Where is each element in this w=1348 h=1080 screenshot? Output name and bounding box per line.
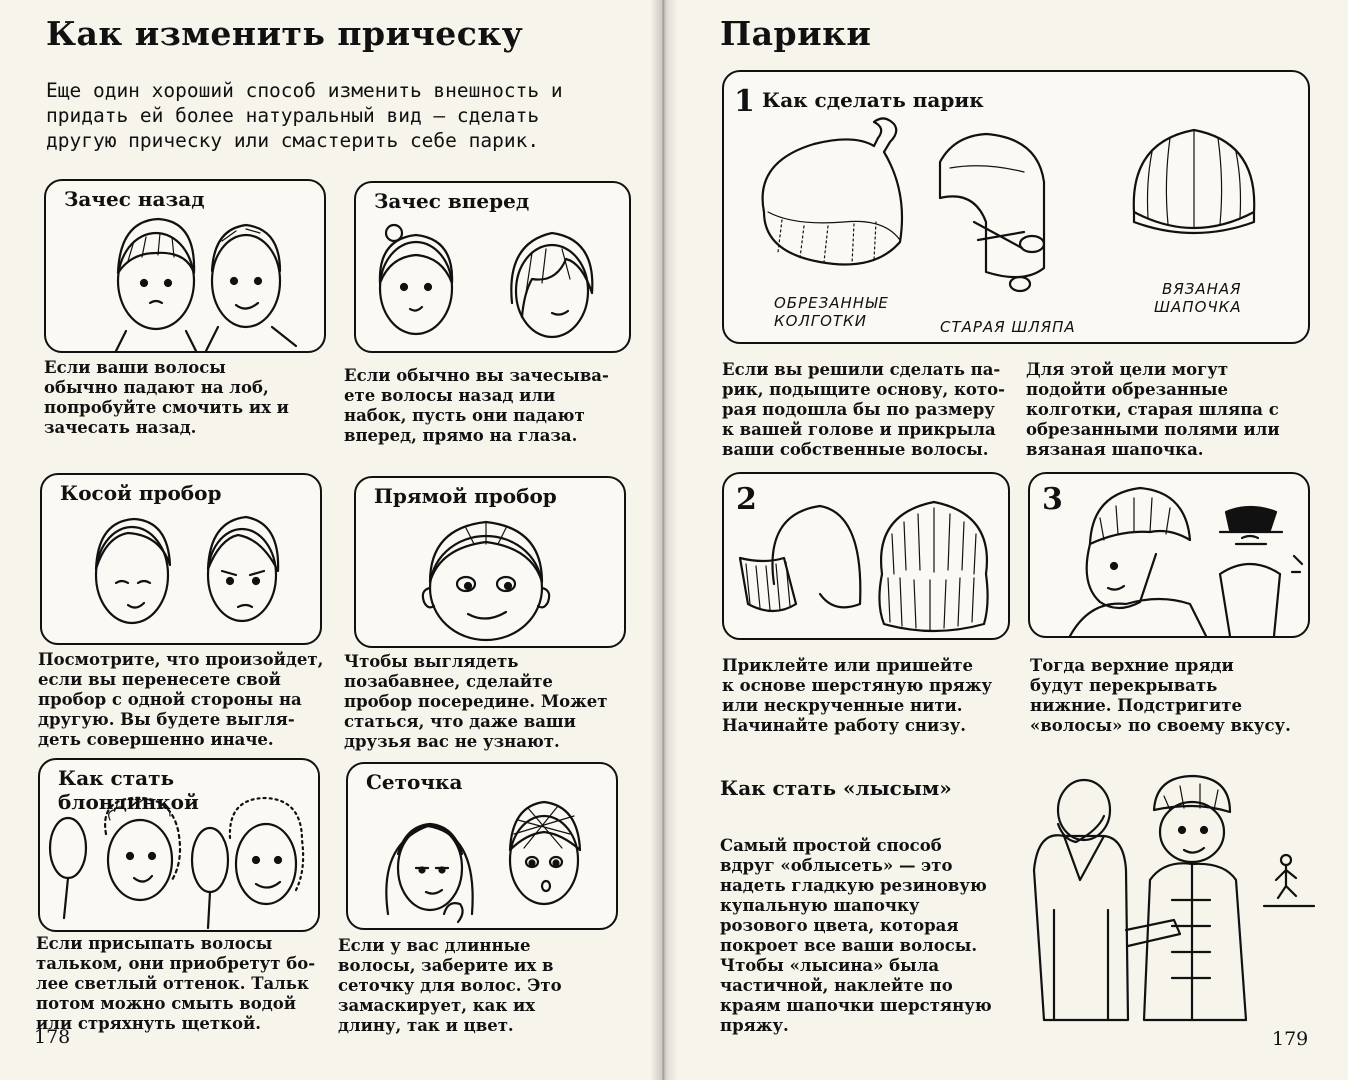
panel-title: Зачес вперед (374, 189, 530, 213)
panel-title: Зачес назад (64, 187, 205, 211)
step-number: 1 (734, 84, 755, 119)
bald-cap-illustration (1032, 774, 1316, 1022)
caption-blonde: Если присыпать волосы тальком, они приоб… (36, 934, 316, 1033)
text-base-options: Для этой цели могут подойти обрезанные к… (1026, 360, 1280, 459)
step-number: 2 (736, 482, 757, 517)
label-cut-tights: ОБРЕЗАННЫЕ КОЛГОТКИ (774, 294, 889, 330)
text-bald: Самый простой способ вдруг «облысеть» — … (720, 836, 992, 1035)
panel-blonde: Как стать блондинкой (38, 758, 320, 932)
page-title: Парики (720, 14, 872, 53)
caption-comb-forward: Если обычно вы зачесыва- ете волосы наза… (344, 366, 609, 445)
text-choose-base: Если вы решили сделать па- рик, подыщите… (722, 360, 1006, 459)
page-number: 179 (1272, 1028, 1309, 1050)
book-gutter (650, 0, 678, 1080)
panel-make-wig: 1 Как сделать парик ОБРЕЗАННЫЕ КОЛГОТКИ (722, 70, 1310, 344)
panel-title: Косой пробор (60, 481, 222, 505)
trim-wig-illustration (1068, 486, 1304, 636)
panel-hairnet: Сеточка (346, 762, 618, 930)
blonde-illustration (48, 796, 305, 930)
panel-title: Как сделать парик (762, 88, 984, 112)
side-part-illustration (94, 515, 280, 625)
step-number: 3 (1042, 482, 1063, 517)
wig-bases-illustration (761, 117, 1256, 293)
left-page: Как изменить прическу Еще один хороший с… (0, 0, 662, 1080)
caption-side-part: Посмотрите, что произойдет, если вы пере… (38, 650, 324, 749)
panel-glue-yarn: 2 (722, 472, 1010, 640)
caption-trim-wig: Тогда верхние пряди будут перекрывать ни… (1030, 656, 1291, 735)
intro-text: Еще один хороший способ изменить внешнос… (46, 79, 563, 152)
glue-yarn-illustration (738, 500, 989, 633)
caption-center-part: Чтобы выглядеть позабавнее, сделайте про… (344, 652, 608, 751)
label-knitted-beanie: ВЯЗАНАЯ ШАПОЧКА (1154, 280, 1242, 316)
panel-trim-wig: 3 (1028, 472, 1310, 638)
label-old-hat: СТАРАЯ ШЛЯПА (940, 318, 1076, 336)
page-number: 178 (34, 1026, 71, 1048)
caption-hairnet: Если у вас длинные волосы, заберите их в… (338, 936, 562, 1035)
panel-title: Как стать блондинкой (58, 766, 318, 814)
panel-title: Сеточка (366, 770, 463, 794)
caption-comb-back: Если ваши волосы обычно падают на лоб, п… (44, 358, 289, 437)
panel-side-part: Косой пробор (40, 473, 322, 645)
section-heading-bald: Как стать «лысым» (720, 776, 952, 800)
comb-back-illustration (114, 217, 298, 351)
panel-comb-back: Зачес назад (44, 179, 326, 353)
page-title: Как изменить прическу (46, 14, 524, 53)
comb-forward-illustration (378, 223, 594, 339)
center-part-illustration (421, 520, 551, 642)
right-page: Парики 1 Как сделать парик ОБРЕ (664, 0, 1348, 1080)
panel-title: Прямой пробор (374, 484, 557, 508)
caption-glue-yarn: Приклейте или пришейте к основе шерстяну… (722, 656, 993, 735)
hairnet-illustration (385, 800, 582, 924)
panel-comb-forward: Зачес вперед (354, 181, 631, 353)
panel-center-part: Прямой пробор (354, 476, 626, 648)
